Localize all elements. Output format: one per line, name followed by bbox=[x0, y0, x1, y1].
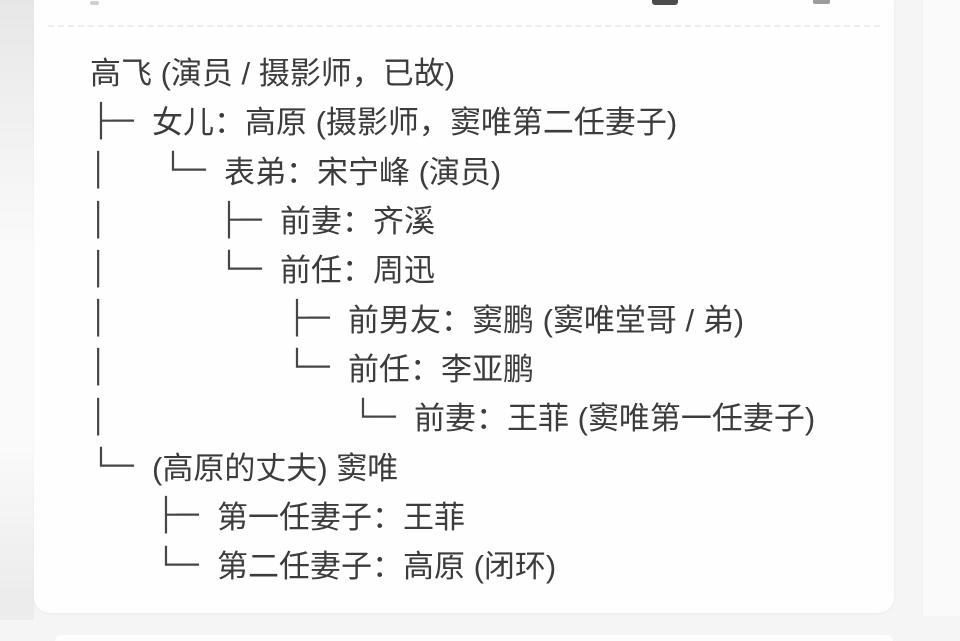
tree-row: │ └─ 前任：李亚鹏 bbox=[90, 342, 884, 391]
cut-off-text-remnant bbox=[652, 0, 678, 5]
tree-connector-glyph: ├─ bbox=[90, 101, 134, 137]
tree-connector-glyph: └─ bbox=[155, 545, 199, 581]
tree-connector-glyph: └─ bbox=[90, 447, 134, 483]
tree-node-text: 前妻：齐溪 bbox=[280, 204, 435, 240]
tree-row: │ └─ 表弟：宋宁峰 (演员) bbox=[90, 145, 884, 194]
tree-row: ├─ 女儿：高原 (摄影师，窦唯第二任妻子) bbox=[90, 95, 884, 144]
tree-node-text: 表弟：宋宁峰 (演员) bbox=[224, 154, 502, 190]
tree-node-text: 第一任妻子：王菲 bbox=[217, 499, 465, 535]
tree-pipe-glyph: │ bbox=[90, 151, 110, 187]
tree-row: │ └─ 前妻：王菲 (窦唯第一任妻子) bbox=[90, 391, 884, 440]
tree-pipe-glyph: │ bbox=[90, 249, 110, 285]
cut-off-text-remnant bbox=[813, 0, 830, 4]
tree-connector-glyph: └─ bbox=[286, 348, 330, 384]
tree-node-text: 高飞 (演员 / 摄影师，已故) bbox=[90, 56, 456, 92]
tree-pipe-glyph: │ bbox=[90, 348, 110, 384]
tree-connector-glyph: └─ bbox=[352, 397, 396, 433]
tree-row: └─ (高原的丈夫) 窦唯 bbox=[90, 440, 884, 489]
tree-row: │ ├─ 前男友：窦鹏 (窦唯堂哥 / 弟) bbox=[90, 292, 884, 341]
tree-node-text: 前任：周迅 bbox=[280, 253, 435, 289]
right-page-gutter bbox=[922, 0, 960, 616]
tree-connector-glyph: └─ bbox=[218, 249, 262, 285]
tree-node-text: 前妻：王菲 (窦唯第一任妻子) bbox=[414, 401, 816, 437]
content-card: 高飞 (演员 / 摄影师，已故) ├─ 女儿：高原 (摄影师，窦唯第二任妻子) │ └─… bbox=[34, 0, 894, 613]
cut-off-text-remnant bbox=[90, 1, 99, 5]
tree-row: └─ 第二任妻子：高原 (闭环) bbox=[90, 539, 884, 588]
tree-connector-glyph: └─ bbox=[162, 151, 206, 187]
tree-connector-glyph: ├─ bbox=[155, 496, 199, 532]
tree-node-text: 前任：李亚鹏 bbox=[348, 351, 534, 387]
tree-node-text: 女儿：高原 (摄影师，窦唯第二任妻子) bbox=[152, 105, 678, 141]
tree-pipe-glyph: │ bbox=[90, 397, 110, 433]
tree-pipe-glyph: │ bbox=[90, 200, 110, 236]
tree-pipe-glyph: │ bbox=[90, 299, 110, 335]
tree-connector-glyph: ├─ bbox=[286, 299, 330, 335]
family-tree: 高飞 (演员 / 摄影师，已故) ├─ 女儿：高原 (摄影师，窦唯第二任妻子) │ └─… bbox=[90, 46, 884, 588]
tree-row: 高飞 (演员 / 摄影师，已故) bbox=[90, 46, 884, 95]
tree-node-text: (高原的丈夫) 窦唯 bbox=[152, 450, 399, 486]
tree-row: ├─ 第一任妻子：王菲 bbox=[90, 490, 884, 539]
tree-node-text: 第二任妻子：高原 (闭环) bbox=[217, 549, 557, 585]
tree-row: │ └─ 前任：周迅 bbox=[90, 243, 884, 292]
dashed-divider bbox=[48, 25, 880, 27]
left-page-gutter bbox=[0, 0, 34, 620]
tree-connector-glyph: ├─ bbox=[218, 200, 262, 236]
tree-node-text: 前男友：窦鹏 (窦唯堂哥 / 弟) bbox=[348, 302, 745, 338]
tree-row: │ ├─ 前妻：齐溪 bbox=[90, 194, 884, 243]
next-card-top-edge bbox=[55, 635, 893, 641]
